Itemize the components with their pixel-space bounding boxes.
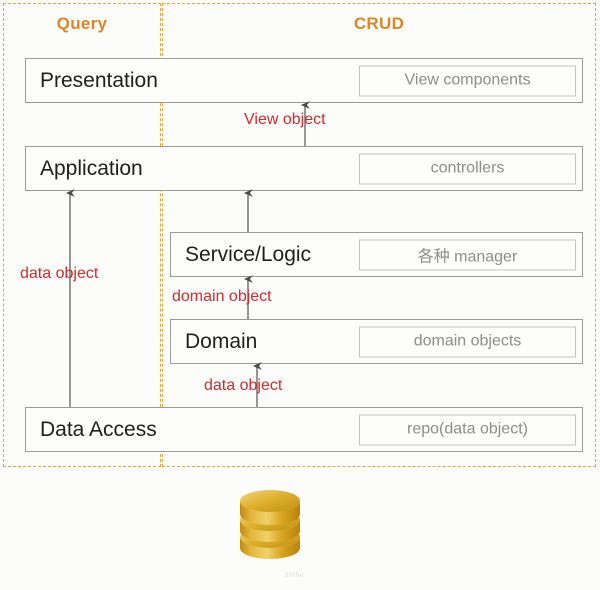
region-query-title: Query [56,14,108,33]
layer-data-access: Data Access repo(data object) [25,407,583,452]
layer-presentation-chip: View components [359,65,576,96]
layer-service-logic-label: Service/Logic [185,242,312,266]
layer-domain: Domain domain objects [170,319,583,364]
arrow-label-domain-object: domain object [172,288,272,305]
layer-data-access-chip: repo(data object) [359,414,576,445]
layer-service-logic-chip: 各种 manager [359,239,576,270]
layer-data-access-label: Data Access [40,417,157,441]
arrow-label-data-object-lower: data object [204,377,283,394]
database-cylinder-icon [240,490,300,559]
watermark-text: zhihu [285,572,305,579]
layer-presentation-label: Presentation [40,68,158,92]
layer-domain-chip: domain objects [359,326,576,357]
layer-presentation: Presentation View components [25,58,583,103]
layer-domain-label: Domain [185,329,258,353]
layer-application-chip: controllers [359,153,576,184]
layer-application: Application controllers [25,146,583,191]
layer-application-label: Application [40,156,143,180]
region-crud-title: CRUD [353,14,405,33]
arrow-label-view-object: View object [244,111,326,128]
layer-service-logic: Service/Logic 各种 manager [170,232,583,277]
arrow-label-data-object-left: data object [20,265,99,282]
